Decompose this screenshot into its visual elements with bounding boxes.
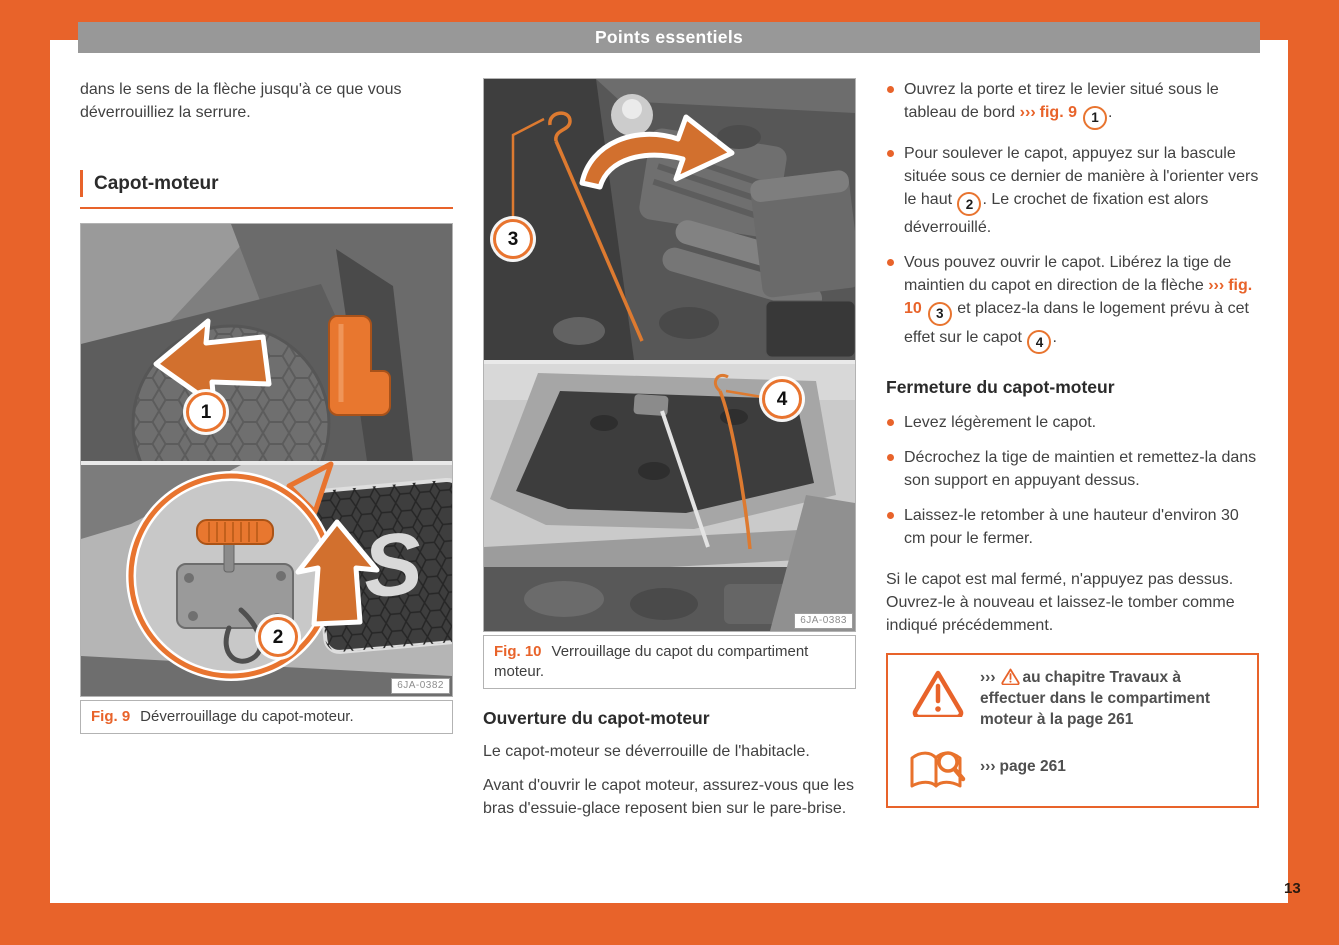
list-item: Laissez-le retomber à une hauteur d'envi… xyxy=(886,504,1259,550)
bullet-3-mid: et placez-la dans le logement prévu à ce… xyxy=(904,300,1249,346)
figure-10-caption-text: Verrouillage du capot du compartiment mo… xyxy=(494,643,809,680)
reference-arrows: ››› xyxy=(980,758,996,775)
left-column: dans le sens de la flèche jusqu'à ce que… xyxy=(80,78,453,734)
bullet-icon xyxy=(887,259,894,266)
figure-9: S 1 2 6JA-0382 xyxy=(80,223,453,734)
book-icon-cell xyxy=(896,746,980,792)
book-search-icon xyxy=(910,751,966,788)
opening-paragraph-2: Avant d'ouvrir le capot moteur, assurez-… xyxy=(483,777,854,817)
bullet-3-post: . xyxy=(1052,328,1057,346)
bullet-text: Laissez-le retomber à une hauteur d'envi… xyxy=(904,507,1239,547)
bullet-text: Décrochez la tige de maintien et remette… xyxy=(904,449,1257,489)
figure-callout-4: 4 xyxy=(762,379,802,419)
warning-reference-text: ›››au chapitre Travaux à effectuer dans … xyxy=(980,667,1245,730)
opening-subheading: Ouverture du capot-moteur xyxy=(483,708,710,728)
warning-triangle-inline-icon xyxy=(1000,668,1020,686)
list-item: Levez légèrement le capot. xyxy=(886,411,1259,434)
bullet-text: Ouvrez la porte et tirez le levier situé… xyxy=(904,78,1259,130)
section-heading-text: Capot-moteur xyxy=(80,170,453,197)
bullet-icon xyxy=(887,149,894,157)
bullet-1-pre: Ouvrez la porte et tirez le levier situé… xyxy=(904,81,1219,121)
figure-10-label: Fig. 10 xyxy=(494,643,542,660)
chapter-reference-label: au chapitre Travaux à effectuer dans le … xyxy=(980,669,1210,728)
figure-10-image: 3 4 6JA-0383 xyxy=(483,78,856,632)
intro-paragraph: dans le sens de la flèche jusqu'à ce que… xyxy=(80,81,402,121)
cross-reference-box: ›››au chapitre Travaux à effectuer dans … xyxy=(886,653,1259,808)
page-title: Points essentiels xyxy=(594,27,744,47)
bullet-3-pre: Vous pouvez ouvrir le capot. Libérez la … xyxy=(904,254,1232,294)
right-column: Ouvrez la porte et tirez le levier situé… xyxy=(886,78,1259,808)
bullet-icon xyxy=(887,419,894,426)
list-item: Ouvrez la porte et tirez le levier situé… xyxy=(886,78,1259,130)
reference-arrows: ››› xyxy=(1208,277,1225,294)
page-reference-label: page 261 xyxy=(999,758,1066,775)
figure-callout-2: 2 xyxy=(258,617,298,657)
figure-9-image: S 1 2 6JA-0382 xyxy=(80,223,453,697)
opening-paragraph-1: Le capot-moteur se déverrouille de l'hab… xyxy=(483,743,810,760)
bullet-text: Pour soulever le capot, appuyez sur la b… xyxy=(904,142,1259,240)
bullet-2-post: . Le crochet de fixation est alors déver… xyxy=(904,190,1209,237)
figure-9-label: Fig. 9 xyxy=(91,708,131,725)
bullet-icon xyxy=(887,454,894,461)
bullet-icon xyxy=(887,512,894,519)
bullet-text: Vous pouvez ouvrir le capot. Libérez la … xyxy=(904,251,1259,354)
figure-reference: fig. 9 xyxy=(1039,104,1077,121)
page-reference-text: ›››page 261 xyxy=(980,746,1245,777)
bullet-2-pre: Pour soulever le capot, appuyez sur la b… xyxy=(904,144,1259,208)
list-item: Décrochez la tige de maintien et remette… xyxy=(886,446,1259,492)
header-bar: Points essentiels xyxy=(78,22,1260,53)
figure-9-caption-text: Déverrouillage du capot-moteur. xyxy=(140,708,354,725)
warning-triangle-icon xyxy=(912,670,964,717)
inline-callout-4: 4 xyxy=(1027,330,1052,354)
reference-arrows: ››› xyxy=(1019,104,1036,121)
reference-arrows: ››› xyxy=(980,669,996,686)
bullet-text: Levez légèrement le capot. xyxy=(904,414,1097,431)
bullet-icon xyxy=(887,86,894,93)
figure-10-illustration xyxy=(484,79,855,631)
figure-callout-1: 1 xyxy=(186,392,226,432)
list-item: Pour soulever le capot, appuyez sur la b… xyxy=(886,142,1259,240)
inline-callout-2: 2 xyxy=(957,192,982,216)
page-number: 13 xyxy=(1284,880,1301,897)
inline-callout-1: 1 xyxy=(1082,105,1107,130)
figure-reference: fig. 10 xyxy=(904,277,1253,317)
figure-9-code: 6JA-0382 xyxy=(391,678,450,694)
section-heading: Capot-moteur xyxy=(80,170,453,209)
inline-callout-3: 3 xyxy=(927,301,952,326)
figure-callout-3: 3 xyxy=(493,219,533,259)
figure-10-code: 6JA-0383 xyxy=(794,613,853,629)
list-item: Vous pouvez ouvrir le capot. Libérez la … xyxy=(886,251,1259,354)
closing-subheading: Fermeture du capot-moteur xyxy=(886,377,1115,397)
closing-note: Si le capot est mal fermé, n'appuyez pas… xyxy=(886,571,1235,634)
bullet-1-post: . xyxy=(1107,104,1113,121)
figure-9-caption: Fig. 9 Déverrouillage du capot-moteur. xyxy=(80,700,453,734)
warning-icon-cell xyxy=(896,667,980,717)
